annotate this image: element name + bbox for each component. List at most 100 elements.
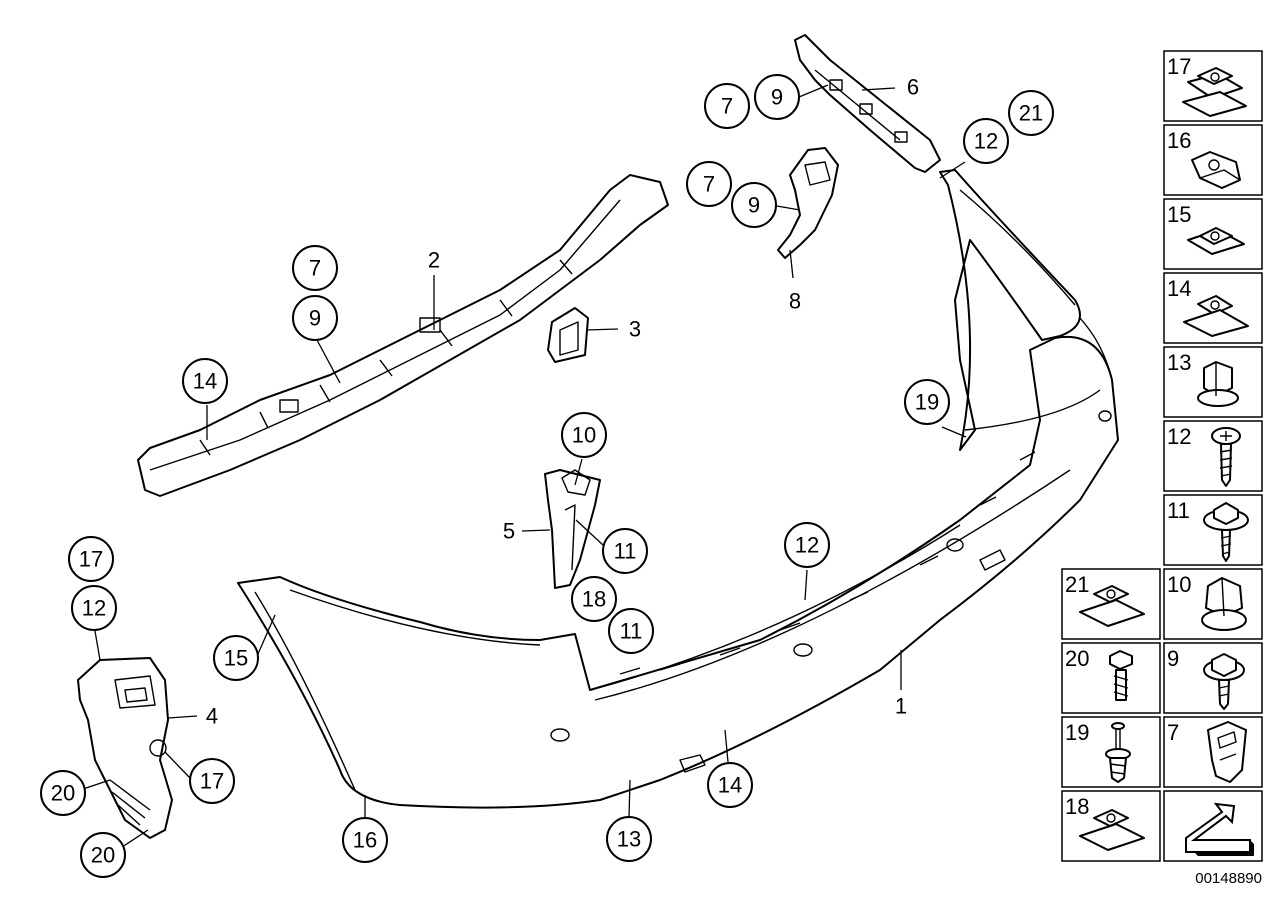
label-6: 6 bbox=[907, 75, 919, 100]
center-bracket bbox=[544, 469, 601, 589]
callout-20-lower: 20 bbox=[80, 832, 126, 878]
svg-text:18: 18 bbox=[582, 587, 606, 612]
screw-icon bbox=[1211, 427, 1241, 487]
legend-cell-12: 12 bbox=[1163, 420, 1263, 492]
svg-text:21: 21 bbox=[1065, 572, 1089, 597]
clip-nut-icon bbox=[1079, 585, 1145, 627]
callout-14-lower: 14 bbox=[707, 762, 753, 808]
callout-11-upper: 11 bbox=[602, 528, 648, 574]
hex-nut-icon bbox=[1201, 577, 1247, 631]
svg-text:20: 20 bbox=[51, 781, 75, 806]
svg-text:18: 18 bbox=[1065, 794, 1089, 819]
legend-cell-18: 18 bbox=[1061, 790, 1161, 862]
bumper-trim-panel bbox=[237, 169, 1119, 809]
svg-text:7: 7 bbox=[309, 256, 321, 281]
legend-cell-15: 15 bbox=[1163, 198, 1263, 270]
svg-text:11: 11 bbox=[614, 539, 637, 564]
svg-text:13: 13 bbox=[1167, 350, 1191, 375]
legend-cell-21: 21 bbox=[1061, 568, 1161, 640]
callout-17-left: 17 bbox=[68, 536, 114, 582]
washer-screw-icon bbox=[1203, 653, 1245, 710]
svg-text:12: 12 bbox=[82, 596, 106, 621]
legend-cell-11: 11 bbox=[1163, 494, 1263, 566]
label-4: 4 bbox=[206, 704, 218, 729]
svg-text:9: 9 bbox=[309, 306, 321, 331]
clip-nut-icon bbox=[1187, 227, 1245, 255]
upper-right-bracket bbox=[794, 34, 941, 173]
svg-text:15: 15 bbox=[224, 646, 248, 671]
callout-9-left: 9 bbox=[292, 295, 338, 341]
svg-text:9: 9 bbox=[748, 193, 760, 218]
label-1: 1 bbox=[895, 694, 907, 719]
legend-cell-10: 10 bbox=[1163, 568, 1263, 640]
spring-clip-icon bbox=[1191, 151, 1241, 189]
expanding-rivet-icon bbox=[1109, 650, 1133, 701]
reference-number: 00148890 bbox=[1195, 870, 1262, 887]
svg-text:17: 17 bbox=[200, 769, 224, 794]
svg-text:7: 7 bbox=[703, 172, 715, 197]
callout-12-center: 12 bbox=[784, 522, 830, 568]
svg-text:17: 17 bbox=[1167, 54, 1191, 79]
svg-text:7: 7 bbox=[1167, 720, 1179, 745]
legend-cell-13: 13 bbox=[1163, 346, 1263, 418]
callout-10: 10 bbox=[561, 412, 607, 458]
right-upper-guide bbox=[777, 147, 839, 259]
callout-7-left: 7 bbox=[292, 245, 338, 291]
callout-19: 19 bbox=[904, 379, 950, 425]
svg-text:10: 10 bbox=[1167, 572, 1191, 597]
clip-icon bbox=[1207, 721, 1247, 783]
svg-text:11: 11 bbox=[1167, 498, 1190, 523]
svg-text:19: 19 bbox=[915, 390, 939, 415]
label-5: 5 bbox=[503, 519, 515, 544]
left-guide bbox=[77, 657, 173, 839]
svg-text:17: 17 bbox=[79, 547, 103, 572]
label-8: 8 bbox=[789, 289, 801, 314]
svg-text:12: 12 bbox=[1167, 424, 1191, 449]
svg-text:10: 10 bbox=[572, 423, 596, 448]
callout-17-lower: 17 bbox=[189, 758, 235, 804]
callout-12-upper-right: 12 bbox=[963, 118, 1009, 164]
legend-cell-20: 20 bbox=[1061, 642, 1161, 714]
svg-text:15: 15 bbox=[1167, 202, 1191, 227]
label-3: 3 bbox=[629, 317, 641, 342]
fastener-legend: 17 16 15 bbox=[1061, 50, 1263, 862]
hex-nut-icon bbox=[1197, 361, 1239, 407]
callout-12-left: 12 bbox=[71, 585, 117, 631]
push-rivet-icon bbox=[1105, 722, 1131, 783]
svg-text:14: 14 bbox=[718, 773, 742, 798]
legend-cell-9: 9 bbox=[1163, 642, 1263, 714]
callout-20-upper: 20 bbox=[40, 770, 86, 816]
callout-13: 13 bbox=[606, 816, 652, 862]
legend-cell-19: 19 bbox=[1061, 716, 1161, 788]
legend-cell-arrow bbox=[1163, 790, 1263, 862]
svg-text:11: 11 bbox=[620, 619, 643, 644]
callout-7-upper: 7 bbox=[704, 83, 750, 129]
callout-9-middle: 9 bbox=[731, 182, 777, 228]
callout-9-upper: 9 bbox=[754, 74, 800, 120]
legend-cell-7: 7 bbox=[1163, 716, 1263, 788]
svg-text:13: 13 bbox=[617, 827, 641, 852]
callout-21: 21 bbox=[1008, 90, 1054, 136]
svg-text:14: 14 bbox=[193, 369, 217, 394]
washer-screw-icon bbox=[1203, 502, 1249, 562]
svg-text:12: 12 bbox=[974, 129, 998, 154]
callout-15: 15 bbox=[213, 635, 259, 681]
callout-18: 18 bbox=[571, 576, 617, 622]
callout-16: 16 bbox=[342, 817, 388, 863]
small-clip bbox=[547, 307, 589, 363]
svg-text:20: 20 bbox=[1065, 646, 1089, 671]
svg-text:19: 19 bbox=[1065, 720, 1089, 745]
legend-cell-16: 16 bbox=[1163, 124, 1263, 196]
legend-cell-14: 14 bbox=[1163, 272, 1263, 344]
callout-14-left: 14 bbox=[182, 358, 228, 404]
svg-text:21: 21 bbox=[1019, 101, 1043, 126]
legend-cell-17: 17 bbox=[1163, 50, 1263, 122]
svg-text:7: 7 bbox=[721, 94, 733, 119]
svg-text:16: 16 bbox=[353, 828, 377, 853]
callout-7-middle: 7 bbox=[686, 161, 732, 207]
svg-text:9: 9 bbox=[771, 85, 783, 110]
clip-nut-icon bbox=[1183, 295, 1249, 337]
callout-11-lower: 11 bbox=[608, 608, 654, 654]
label-2: 2 bbox=[428, 248, 440, 273]
